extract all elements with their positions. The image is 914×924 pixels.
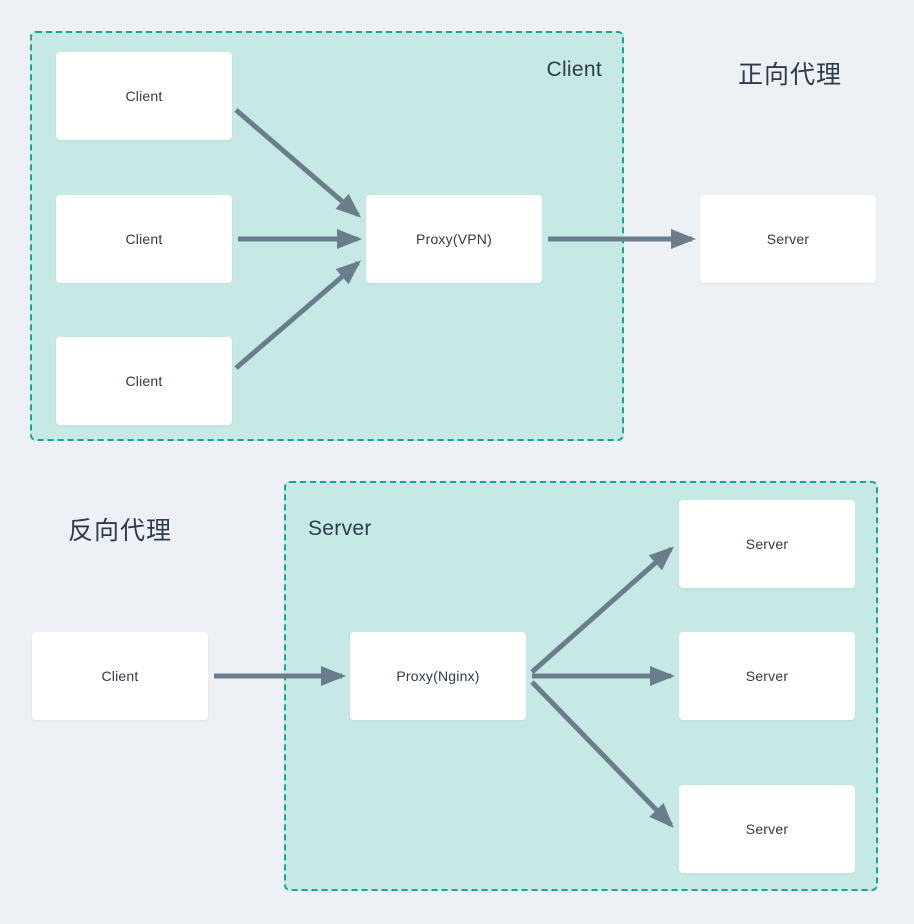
node-server-2-label: Server: [745, 668, 789, 684]
node-server-2[interactable]: Server: [679, 632, 855, 720]
server-group-caption: Server: [308, 517, 372, 540]
client-group-caption: Client: [546, 58, 602, 81]
reverse-proxy-heading: 反向代理: [68, 517, 173, 545]
node-client-2-label: Client: [125, 231, 163, 247]
node-server-3[interactable]: Server: [679, 785, 855, 873]
node-client-3-label: Client: [125, 373, 163, 389]
node-server-1[interactable]: Server: [679, 500, 855, 588]
node-proxy-vpn-label: Proxy(VPN): [416, 231, 492, 247]
node-server-forward-label: Server: [766, 231, 810, 247]
node-client-3[interactable]: Client: [56, 337, 232, 425]
forward-proxy-heading: 正向代理: [738, 61, 843, 89]
node-client-2[interactable]: Client: [56, 195, 232, 283]
node-server-forward[interactable]: Server: [700, 195, 876, 283]
node-client-reverse[interactable]: Client: [32, 632, 208, 720]
node-client-reverse-label: Client: [101, 668, 139, 684]
node-client-1[interactable]: Client: [56, 52, 232, 140]
node-server-3-label: Server: [745, 821, 789, 837]
node-server-1-label: Server: [745, 536, 789, 552]
node-proxy-vpn[interactable]: Proxy(VPN): [366, 195, 542, 283]
node-proxy-nginx[interactable]: Proxy(Nginx): [350, 632, 526, 720]
node-client-1-label: Client: [125, 88, 163, 104]
node-proxy-nginx-label: Proxy(Nginx): [396, 668, 480, 684]
